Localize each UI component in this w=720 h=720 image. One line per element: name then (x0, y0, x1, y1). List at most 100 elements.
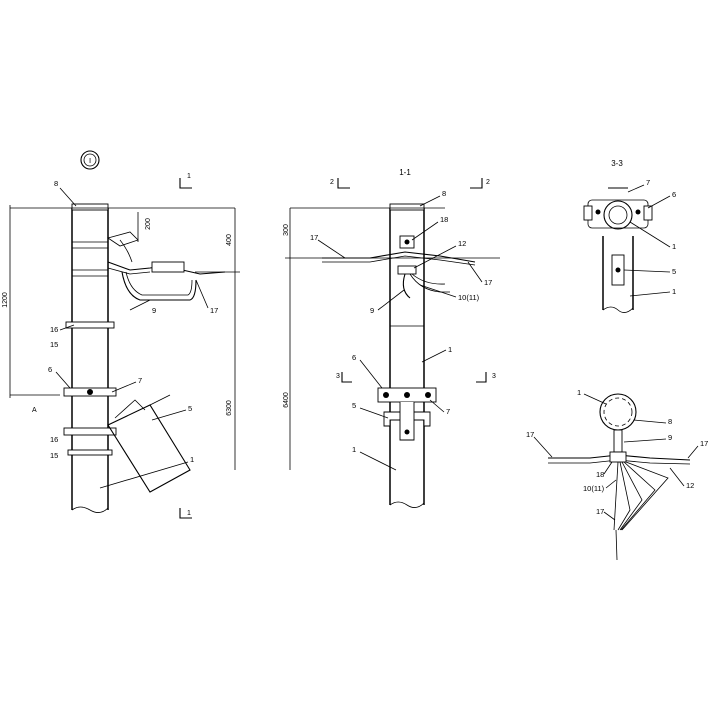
bolt-7 (87, 389, 93, 395)
section-3-3-view: 3-3 7 6 1 5 1 (583, 159, 676, 313)
plan-label-17a: 17 (526, 430, 534, 439)
pole33-inner-circle (608, 205, 628, 225)
clamp33-ear-right (643, 205, 653, 221)
leader-17 (195, 279, 209, 309)
plan-label-9: 9 (668, 433, 672, 442)
label-16a: 16 (50, 325, 58, 334)
clamp-16-upper (65, 321, 115, 329)
label33-1b: 1 (672, 287, 676, 296)
clamp-12 (397, 265, 417, 275)
plan-label-17b: 17 (700, 439, 708, 448)
plan-label-18: 18 (596, 470, 604, 479)
label-7: 7 (138, 376, 142, 385)
dim-6300: 6300 (226, 400, 233, 416)
bracket-18-bolt (404, 239, 410, 245)
leader11-7 (429, 399, 445, 413)
plan-bracket-9 (613, 429, 623, 453)
pole11-break (389, 501, 425, 508)
label33-7: 7 (646, 178, 650, 187)
label11-6: 6 (352, 353, 356, 362)
view-marker: I (89, 156, 91, 165)
main-view: I 1 1 1200 200 400 6300 (2, 150, 240, 519)
view-marker-inner (83, 153, 97, 167)
clamp33-ear-left (583, 205, 593, 221)
plan-fan-2 (617, 461, 631, 531)
view-marker-circle (80, 150, 100, 170)
dim-300: 300 (283, 224, 290, 236)
cable-loop-inner (125, 271, 193, 296)
section-2-left: 2 (330, 179, 334, 186)
label11-8: 8 (442, 189, 446, 198)
section-1-1-view: 1-1 2 2 300 6400 3 (283, 168, 500, 508)
cable11-second (322, 255, 476, 266)
label33-1a: 1 (672, 242, 676, 251)
plan-fan-1 (613, 461, 619, 531)
label-6: 6 (48, 365, 52, 374)
section-3-left: 3 (336, 373, 340, 380)
callout-A: A (32, 407, 37, 414)
pole-cap (71, 203, 109, 211)
dim-6400: 6400 (283, 392, 290, 408)
plan-pole-inner (603, 397, 633, 427)
dim-200: 200 (145, 218, 152, 230)
top-bracket (107, 231, 139, 247)
section-3-right: 3 (492, 373, 496, 380)
leader33-6 (647, 195, 671, 209)
leader11-8 (419, 195, 441, 207)
leader-6 (55, 371, 71, 389)
plan-view: 1 8 9 17 17 18 12 10(11) 17 (526, 388, 708, 561)
cable-loop (121, 271, 197, 301)
plan-leader-17a (533, 436, 553, 458)
label-15b: 15 (50, 451, 58, 460)
label-9: 9 (152, 306, 156, 315)
section-mark-bottom (179, 508, 192, 519)
plan-leader-12 (669, 467, 685, 487)
bracket-5-edge (149, 394, 171, 406)
label-16b: 16 (50, 435, 58, 444)
section-3-3-title: 3-3 (611, 159, 623, 168)
plan-fan-3 (619, 461, 643, 531)
leader11-17b (467, 261, 483, 283)
section-2-mark-right (470, 178, 483, 189)
leader11-17a (317, 239, 346, 259)
leader33-5 (623, 269, 671, 273)
plan-leader-8 (633, 419, 667, 424)
plan-leader-9 (623, 438, 667, 443)
label11-9: 9 (370, 306, 374, 315)
label11-17a: 17 (310, 233, 318, 242)
leader11-9 (377, 289, 405, 311)
plan-label-10: 10(11) (583, 484, 605, 493)
leader11-5 (359, 407, 389, 419)
label-5: 5 (188, 404, 192, 413)
plan-clamp-18 (609, 451, 627, 463)
bracket-5 (107, 404, 191, 493)
bracket33-5-bolt (615, 267, 621, 273)
label11-12: 12 (458, 239, 466, 248)
section-3-mark-right (476, 372, 487, 383)
dim-400: 400 (226, 234, 233, 246)
drop-cable (119, 239, 133, 263)
leader11-18 (411, 221, 439, 241)
label11-1b: 1 (352, 445, 356, 454)
leader11-10 (419, 284, 457, 298)
plan-leader-17b (687, 445, 699, 459)
pole33-break (602, 306, 634, 313)
clamp-15-lower (67, 449, 113, 456)
leader11-1b (359, 451, 397, 471)
label-1: 1 (190, 455, 194, 464)
section-2-right: 2 (486, 179, 490, 186)
leader-7 (111, 381, 137, 393)
section-label-bottom: 1 (187, 510, 191, 517)
dim-1200: 1200 (2, 292, 9, 308)
plan-leader-17c (603, 511, 616, 521)
section-mark-top (179, 178, 192, 189)
leader11-12 (413, 245, 457, 269)
plan-pole-circle (599, 393, 637, 431)
plan-fan-4 (620, 461, 656, 531)
leader-8 (59, 187, 77, 207)
leader-1 (99, 461, 189, 489)
drop11-c (411, 273, 446, 285)
leader11-6 (359, 359, 383, 389)
plan-label-1: 1 (577, 388, 581, 397)
